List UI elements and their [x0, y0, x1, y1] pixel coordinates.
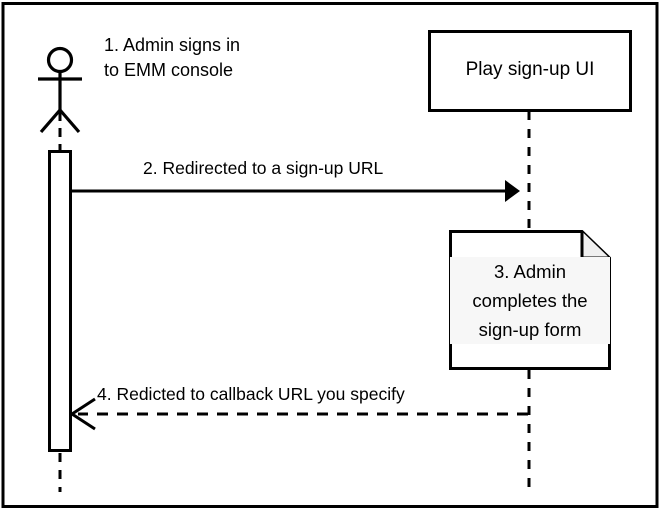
actor-right-leg [58, 108, 81, 134]
participant-label: Play sign-up UI [465, 59, 595, 80]
participant-box [428, 30, 632, 112]
actor-left-leg [39, 108, 62, 134]
note-text: 3. Admin completes the sign-up form [450, 257, 610, 344]
note-text-line-3: sign-up form [450, 315, 610, 344]
actor-activation-bar [48, 150, 72, 452]
message-4-arrowhead [69, 397, 96, 431]
message-4-label: 4. Redicted to callback URL you specify [97, 384, 405, 404]
note-text-line-1: 3. Admin [450, 257, 610, 286]
actor-caption: 1. Admin signs in to EMM console [104, 33, 240, 83]
stick-figure-icon [38, 46, 82, 134]
message-2-label: 2. Redirected to a sign-up URL [143, 158, 384, 178]
note-text-line-2: completes the [450, 286, 610, 315]
message-2-arrowhead [505, 180, 520, 202]
actor-caption-line-1: 1. Admin signs in [104, 35, 241, 55]
actor-caption-line-2: to EMM console [104, 60, 234, 80]
